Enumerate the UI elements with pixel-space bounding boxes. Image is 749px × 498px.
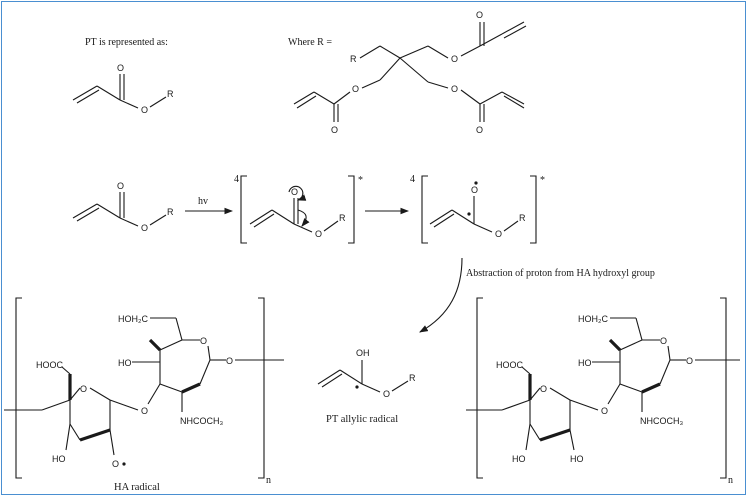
where-r-label: Where R = [288, 37, 332, 48]
carbonyl-o-3: O [291, 187, 298, 197]
pt-allylic-radical-structure: OH O R [317, 348, 416, 399]
glycosidic-o-2: O [226, 356, 233, 366]
ho-label-2: HO [118, 358, 132, 368]
pt-ester-o: O [383, 389, 390, 399]
nhcoch3-label-2: NHCOCH₃ [640, 416, 683, 426]
nhcoch3-label-1: NHCOCH₃ [180, 416, 223, 426]
hooc-label-2: HOOC [496, 360, 524, 370]
excited-star-1: * [358, 175, 363, 186]
pt-r-label: R [409, 373, 416, 383]
ho-label-4: HO [570, 454, 584, 464]
pt-allylic-radical-label: PT allylic radical [326, 414, 398, 425]
o-radical: O [112, 459, 119, 469]
ha-radical-label: HA radical [114, 482, 160, 493]
ha-unit-n: n [728, 475, 733, 486]
ho-label-5: HO [578, 358, 592, 368]
ester-o-2: O [141, 223, 148, 233]
r-label: R [350, 54, 357, 64]
hooc-label-1: HOOC [36, 360, 64, 370]
o-right-top: O [451, 54, 458, 64]
multiplicity-2: 4 [410, 174, 415, 185]
ho-label-1: HO [52, 454, 66, 464]
r-group-3: R [339, 213, 346, 223]
ha-unit-structure: n O HOOC HO HO O O HOH₂C HO NHC [466, 297, 740, 486]
o-left: O [352, 84, 359, 94]
ester-o-3: O [315, 229, 322, 239]
r-group-4: R [519, 213, 526, 223]
hoh2c-label-1: HOH₂C [118, 314, 148, 324]
glycosidic-o-3: O [601, 406, 608, 416]
carbonyl-o: O [117, 63, 124, 73]
excited-star-2: * [540, 175, 545, 186]
o-right-bottom: O [451, 84, 458, 94]
excited-state-1: 4 * O O R [234, 174, 363, 244]
ha-radical-structure: n O HOOC HO O O O HOH₂C H [4, 297, 284, 486]
oxy-radical-o: O [471, 185, 478, 195]
multiplicity-1: 4 [234, 174, 239, 185]
pt-represented-label: PT is represented as: [85, 37, 168, 48]
glycosidic-o-1: O [141, 406, 148, 416]
pt-acrylate-structure: O O R [72, 63, 174, 115]
abstraction-arrow [419, 257, 463, 333]
o-top-carbonyl: O [476, 10, 483, 20]
ester-o: O [141, 105, 148, 115]
glycosidic-o-4: O [686, 356, 693, 366]
hoh2c-label-2: HOH₂C [578, 314, 608, 324]
r-group-structure: R O O O O O O [293, 10, 527, 135]
excited-state-2: 4 * O O R [410, 174, 545, 244]
pt-oh-label: OH [356, 348, 370, 358]
abstraction-label: Abstraction of proton from HA hydroxyl g… [466, 268, 655, 279]
ring-o-4: O [660, 336, 667, 346]
ester-o-4: O [495, 229, 502, 239]
r-group-2: R [167, 207, 174, 217]
ho-label-3: HO [512, 454, 526, 464]
o-left-carbonyl: O [331, 125, 338, 135]
r-group: R [167, 89, 174, 99]
pt-ground-structure: O O R [72, 181, 174, 233]
ring-o-1: O [80, 384, 87, 394]
ha-radical-n: n [266, 475, 271, 486]
ring-o-2: O [200, 336, 207, 346]
carbonyl-o-2: O [117, 181, 124, 191]
hv-label: hv [198, 196, 208, 207]
ring-o-3: O [540, 384, 547, 394]
o-bottom-carbonyl: O [476, 125, 483, 135]
